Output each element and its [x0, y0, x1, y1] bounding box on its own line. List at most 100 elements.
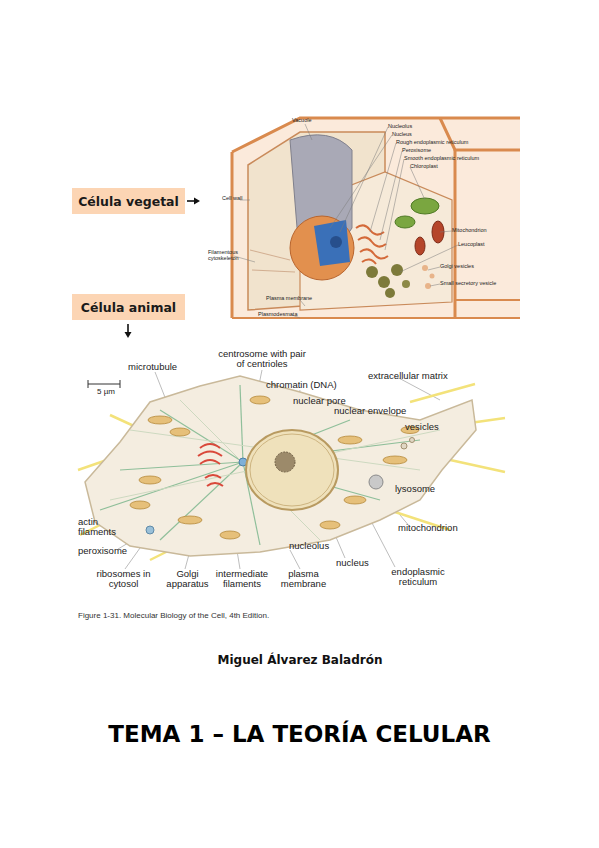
plant-part-label: Peroxisome	[402, 148, 431, 154]
cell-part-label: mitochondrion	[398, 523, 458, 533]
leader-lines-part	[385, 159, 404, 250]
leader-lines-part	[410, 167, 425, 200]
plant-cell-part	[430, 274, 435, 279]
cell-part-label: centrosome with pair of centrioles	[216, 349, 308, 370]
plant-cell-part	[454, 150, 457, 318]
animal-cell-part-part	[320, 521, 340, 529]
plant-part-label: Nucleolus	[388, 124, 412, 130]
animal-cell-part-part	[200, 444, 220, 448]
leader-lines-part	[380, 151, 402, 240]
animal-cell-part	[110, 400, 440, 540]
animal-cell-part-part	[410, 384, 475, 402]
animal-cell-part-part	[200, 460, 220, 464]
leader-lines-part	[440, 231, 452, 232]
plant-cell-part	[411, 198, 439, 214]
plant-part-label: Mitochondrion	[452, 228, 487, 234]
plant-cell-part	[402, 280, 410, 288]
pointer-arrow-part	[194, 198, 200, 205]
animal-cell-part	[369, 475, 383, 489]
plant-part-label: Filamentous cytoskeleton	[208, 250, 242, 262]
animal-cell-part-part	[100, 462, 243, 510]
scale-bar-part	[88, 380, 120, 388]
plant-cell-part	[422, 265, 428, 271]
plant-cell-part	[455, 299, 520, 301]
leader-lines-part	[430, 284, 440, 286]
plant-part-label: Cell wall	[222, 196, 242, 202]
pointer-arrow-part	[125, 332, 132, 338]
cell-part-label: nuclear envelope	[334, 406, 406, 416]
animal-cell-part-part	[207, 483, 223, 486]
cell-part-label: peroxisome	[78, 546, 127, 556]
animal-cell-part	[85, 376, 476, 556]
plant-cell-part	[314, 220, 350, 266]
cell-part-label: microtubule	[128, 362, 177, 372]
plant-part-label: Small secretory vesicle	[440, 281, 496, 287]
plant-cell	[232, 118, 520, 318]
scale-bar	[88, 380, 120, 388]
plant-cell-part	[231, 152, 234, 318]
figure-caption: Figure 1-31. Molecular Biology of the Ce…	[78, 612, 269, 621]
animal-cell-part	[100, 385, 420, 545]
plant-cell-part	[366, 266, 378, 278]
plant-cell-part	[415, 237, 425, 255]
cell-part-label: nucleus	[336, 558, 369, 568]
title-box: Célula vegetal	[72, 188, 185, 214]
plant-cell-part	[440, 118, 520, 150]
animal-cell-part-part	[198, 452, 222, 457]
cell-part-label: vesicles	[405, 422, 439, 432]
animal-cell-part	[250, 434, 334, 506]
leader-lines-part	[428, 267, 440, 270]
plant-cell-part	[232, 317, 520, 319]
scale-label: 5 µm	[97, 388, 115, 397]
plant-cell-part	[378, 276, 390, 288]
animal-cell-part-part	[160, 462, 243, 540]
animal-cell-part-part	[148, 416, 172, 424]
plant-cell-part	[250, 250, 295, 272]
plant-part-label: Leucoplast	[458, 242, 485, 248]
cell-part-label: Golgi apparatus	[160, 569, 215, 590]
animal-cell-part-part	[383, 456, 407, 464]
animal-cell-part-part	[240, 385, 243, 462]
plant-part-label: Golgi vesicles	[440, 264, 474, 270]
animal-cell-part	[146, 526, 154, 534]
animal-cell-part-part	[130, 501, 150, 509]
animal-cell-part	[410, 438, 415, 443]
cell-part-label: chromatin (DNA)	[266, 380, 337, 390]
cell-part-label: ribosomes in cytosol	[96, 569, 151, 590]
plant-cell-part	[385, 288, 395, 298]
animal-cell-part-part	[139, 476, 161, 484]
cell-part-label: extracellular matrix	[368, 371, 448, 381]
leader-lines-part	[340, 127, 388, 232]
animal-cell-part	[130, 396, 419, 539]
cell-part-label: intermediate filaments	[212, 569, 272, 590]
cell-part-label: plasma membrane	[276, 569, 331, 590]
animal-cell-part	[198, 444, 223, 486]
animal-cell-part	[401, 443, 407, 449]
plant-cell-part	[356, 225, 388, 264]
cell-part-label: nuclear pore	[293, 396, 346, 406]
plant-cell-part	[290, 216, 354, 280]
box-label: Célula vegetal	[78, 194, 179, 209]
animal-cell-part	[246, 430, 338, 510]
plant-cell-part	[391, 264, 403, 276]
plant-cell-part	[395, 216, 415, 228]
plant-part-label: Rough endoplasmic reticulum	[396, 140, 468, 146]
animal-cell-part-part	[220, 531, 240, 539]
leader-lines-part	[330, 135, 392, 228]
box-label: Célula animal	[81, 300, 176, 315]
animal-cell-part	[275, 452, 295, 472]
animal-cell	[78, 376, 505, 560]
plant-part-label: Plasma membrane	[266, 296, 312, 302]
cell-part-label: lysosome	[395, 484, 435, 494]
cell-part-label: actin filaments	[78, 517, 123, 538]
animal-cell-part-part	[205, 475, 221, 478]
plant-part-label: Plasmodesmata	[258, 312, 297, 318]
plant-part-label: Chloroplast	[410, 164, 438, 170]
plant-part-label: Smooth endoplasmic reticulum	[404, 156, 479, 162]
author-name: Miguel Álvarez Baladrón	[150, 654, 450, 667]
cell-part-label: endoplasmic reticulum	[383, 567, 453, 588]
leader-lines-part	[305, 124, 312, 140]
cell-part-label: nucleolus	[289, 541, 329, 551]
